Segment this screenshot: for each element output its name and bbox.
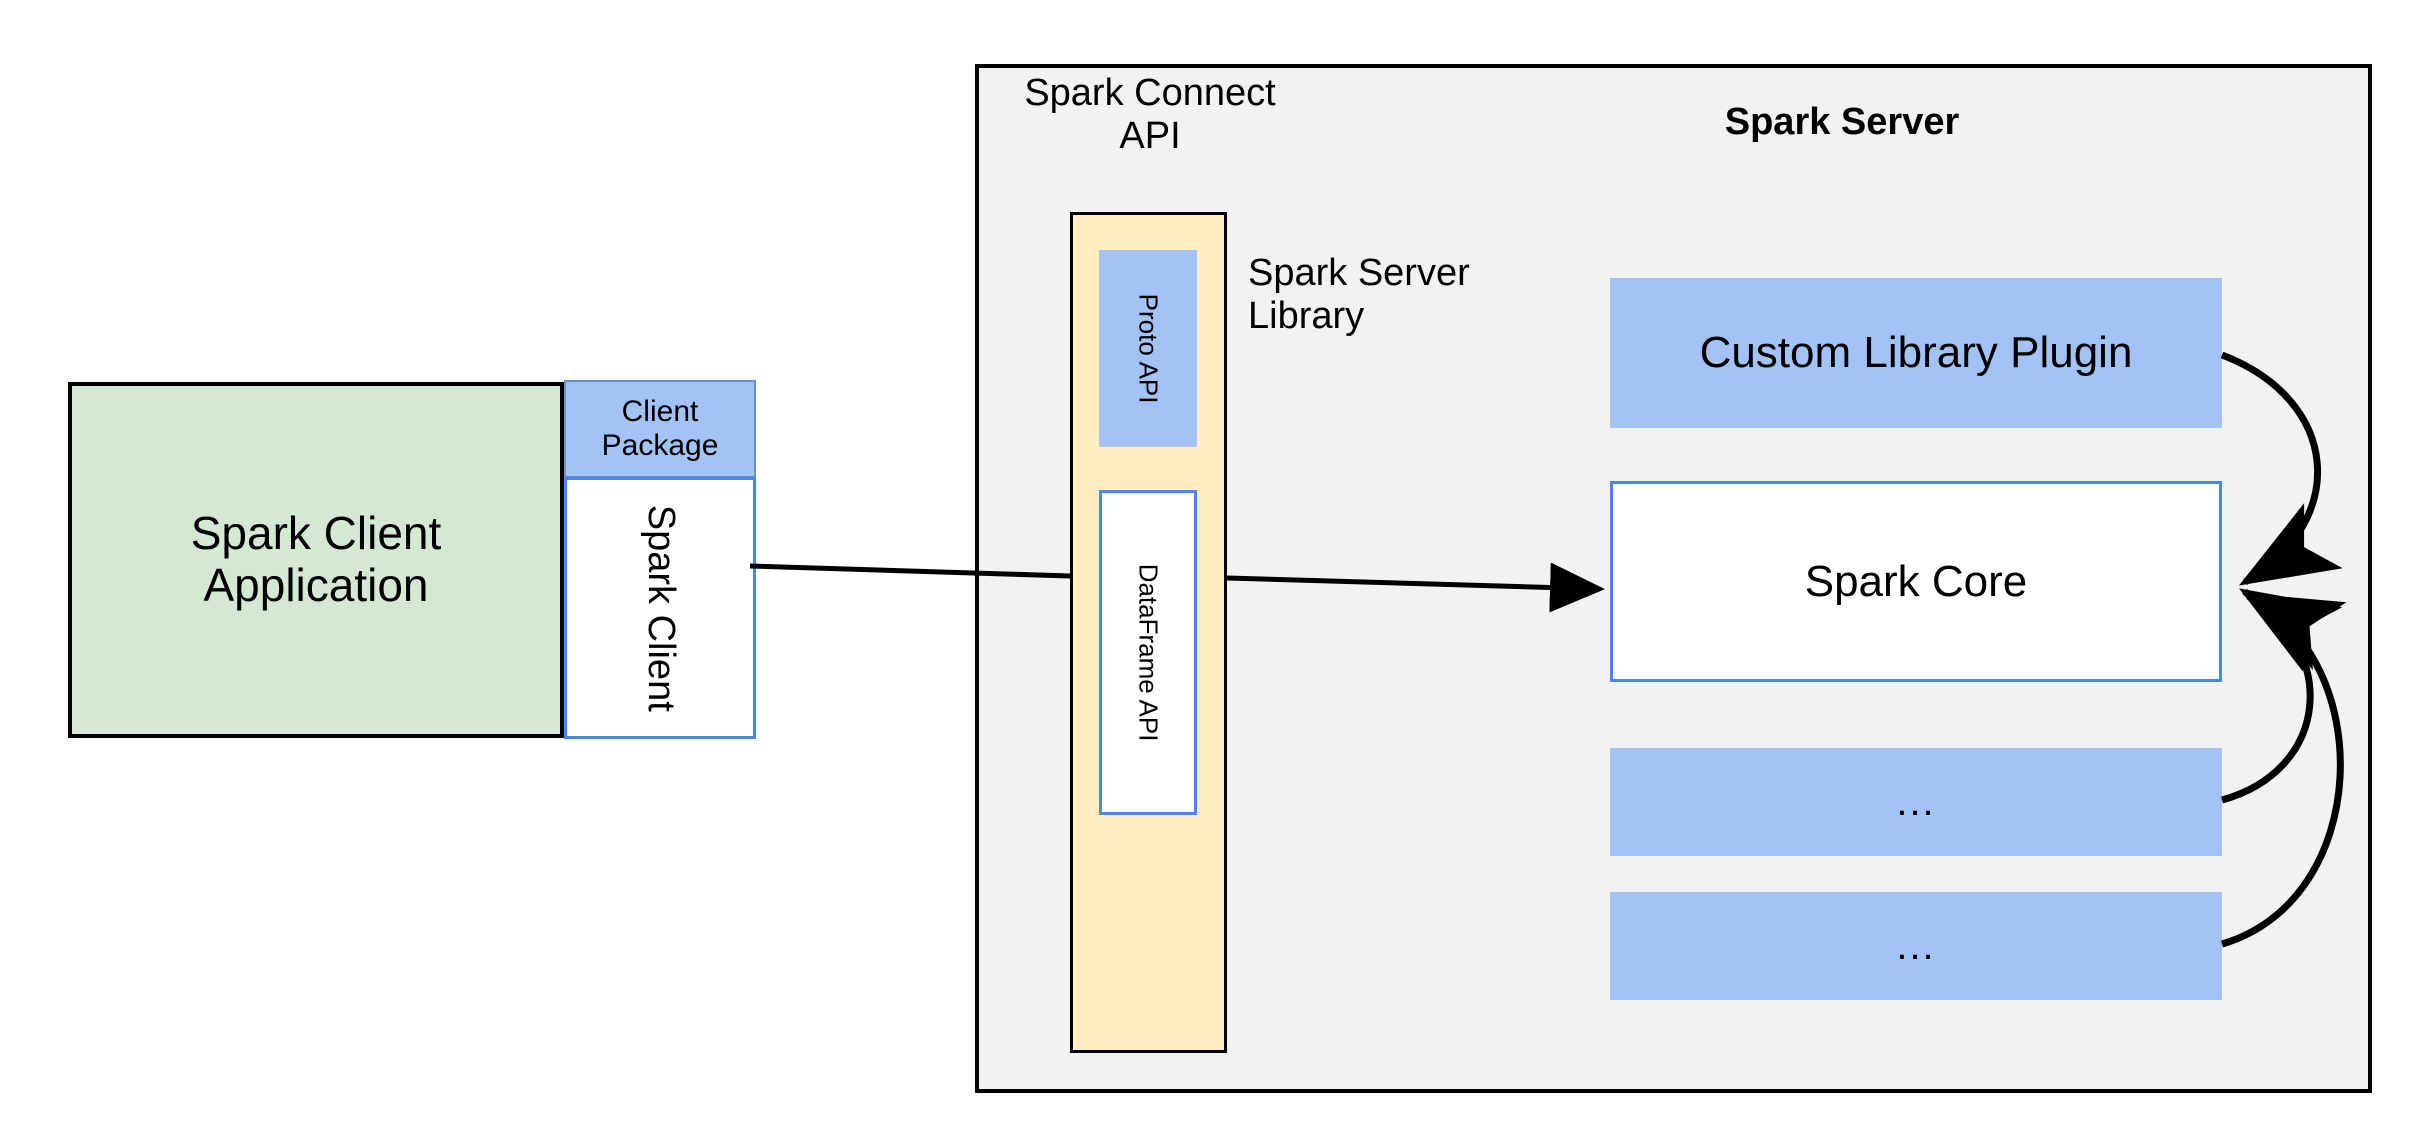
client-package-label: Client Package bbox=[601, 395, 719, 462]
custom-library-plugin-label: Custom Library Plugin bbox=[1699, 328, 2133, 378]
server-component-placeholder-2: ... bbox=[1610, 892, 2222, 1000]
spark-server-title: Spark Server bbox=[1712, 96, 1972, 148]
proto-api-box: Proto API bbox=[1099, 250, 1197, 447]
spark-connect-api-label-text: Spark Connect API bbox=[1024, 72, 1276, 157]
client-package-box: Client Package bbox=[564, 380, 756, 478]
spark-core-box: Spark Core bbox=[1610, 481, 2222, 682]
server-component-placeholder-1: ... bbox=[1610, 748, 2222, 856]
spark-server-title-text: Spark Server bbox=[1724, 100, 1960, 143]
spark-client-application-box: Spark Client Application bbox=[68, 382, 564, 738]
custom-library-plugin-box: Custom Library Plugin bbox=[1610, 278, 2222, 428]
spark-core-label: Spark Core bbox=[1804, 556, 2028, 606]
server-component-placeholder-1-label: ... bbox=[1896, 779, 1936, 824]
proto-api-label: Proto API bbox=[1133, 293, 1164, 404]
dataframe-api-label: DataFrame API bbox=[1133, 563, 1164, 742]
server-component-placeholder-2-label: ... bbox=[1896, 923, 1936, 968]
spark-client-label: Spark Client bbox=[639, 504, 682, 712]
spark-connect-api-label: Spark Connect API bbox=[1000, 60, 1300, 170]
spark-client-application-label: Spark Client Application bbox=[190, 507, 442, 611]
spark-server-library-label: Spark Server Library bbox=[1248, 240, 1538, 350]
spark-client-box: Spark Client bbox=[564, 477, 756, 739]
dataframe-api-box: DataFrame API bbox=[1099, 490, 1197, 815]
spark-server-library-label-text: Spark Server Library bbox=[1248, 252, 1470, 337]
